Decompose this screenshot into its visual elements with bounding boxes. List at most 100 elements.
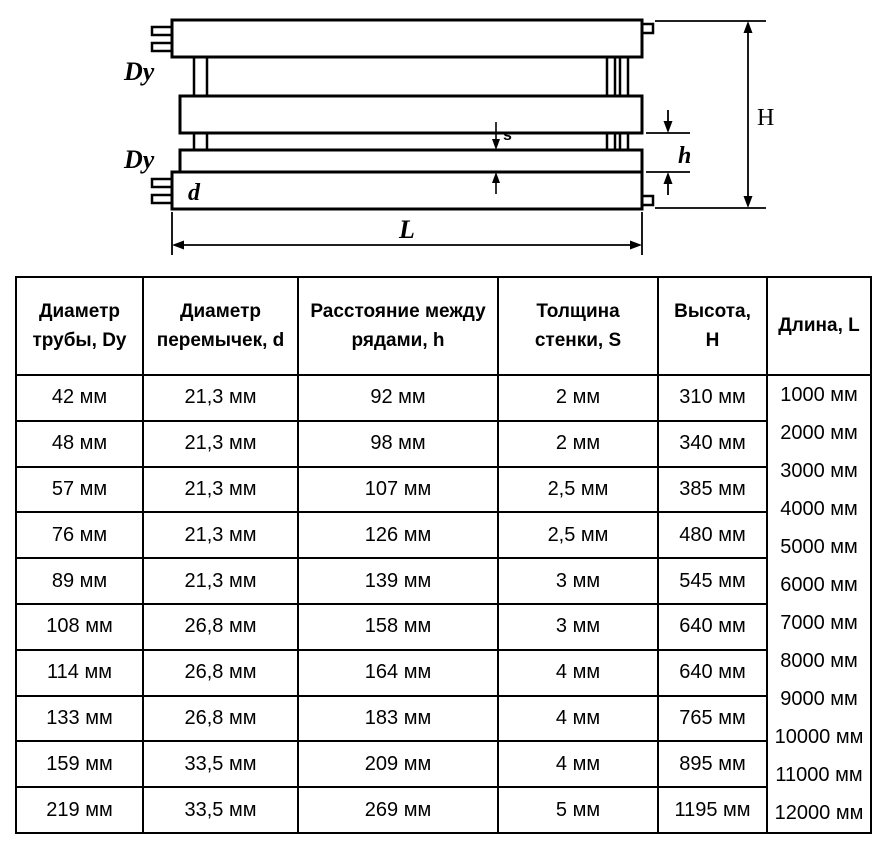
table-row: 219 мм 33,5 мм 269 мм 5 мм 1195 мм bbox=[15, 786, 871, 834]
table-cell: 76 мм bbox=[15, 511, 144, 560]
table-cell: 4 мм bbox=[497, 648, 659, 697]
pipe-row-1 bbox=[170, 18, 644, 59]
table-cell: 640 мм bbox=[657, 602, 768, 651]
table-cell: 21,3 мм bbox=[142, 557, 299, 605]
table-cell: 21,3 мм bbox=[142, 374, 299, 422]
table-row: 114 мм 26,8 мм 164 мм 4 мм 640 мм bbox=[15, 648, 871, 697]
table-cell: 107 мм bbox=[297, 465, 499, 514]
length-values-cell: 1000 мм 2000 мм 3000 мм 4000 мм 5000 мм … bbox=[766, 374, 872, 834]
length-value: 9000 мм bbox=[780, 688, 858, 710]
table-cell: 269 мм bbox=[297, 786, 499, 834]
table-cell: 57 мм bbox=[15, 465, 144, 514]
table-row: 89 мм 21,3 мм 139 мм 3 мм 545 мм bbox=[15, 557, 871, 605]
column-header-s: Толщина стенки, S bbox=[497, 276, 659, 376]
table-cell: 4 мм bbox=[497, 740, 659, 789]
table-cell: 640 мм bbox=[657, 648, 768, 697]
table-cell: 209 мм bbox=[297, 740, 499, 789]
label-dy-bottom: Dy bbox=[123, 145, 155, 174]
table-cell: 98 мм bbox=[297, 419, 499, 468]
table-cell: 158 мм bbox=[297, 602, 499, 651]
pipe-row-2 bbox=[178, 94, 644, 135]
table-cell: 2,5 мм bbox=[497, 511, 659, 560]
label-s: s bbox=[503, 127, 512, 144]
table-cell: 219 мм bbox=[15, 786, 144, 834]
pipe-stubs bbox=[150, 22, 655, 207]
table-cell: 5 мм bbox=[497, 786, 659, 834]
column-header-d: Диаметр перемычек, d bbox=[142, 276, 299, 376]
table-cell: 545 мм bbox=[657, 557, 768, 605]
column-header-length: Длина, L bbox=[766, 276, 872, 376]
length-value: 4000 мм bbox=[780, 498, 858, 520]
table-cell: 183 мм bbox=[297, 694, 499, 743]
dimension-s: s bbox=[492, 122, 512, 194]
table-row: 108 мм 26,8 мм 158 мм 3 мм 640 мм bbox=[15, 602, 871, 651]
length-value: 7000 мм bbox=[780, 612, 858, 634]
table-cell: 108 мм bbox=[15, 602, 144, 651]
table-cell: 2 мм bbox=[497, 419, 659, 468]
table-cell: 33,5 мм bbox=[142, 740, 299, 789]
table-cell: 340 мм bbox=[657, 419, 768, 468]
table-cell: 3 мм bbox=[497, 602, 659, 651]
table-row: 57 мм 21,3 мм 107 мм 2,5 мм 385 мм bbox=[15, 465, 871, 514]
length-value: 8000 мм bbox=[780, 650, 858, 672]
table-row: 76 мм 21,3 мм 126 мм 2,5 мм 480 мм bbox=[15, 511, 871, 560]
table-cell: 92 мм bbox=[297, 374, 499, 422]
table-cell: 133 мм bbox=[15, 694, 144, 743]
label-d: d bbox=[188, 180, 201, 206]
table-cell: 895 мм bbox=[657, 740, 768, 789]
spec-table: Диаметр трубы, Dy Диаметр перемычек, d Р… bbox=[15, 276, 872, 834]
table-cell: 139 мм bbox=[297, 557, 499, 605]
table-cell: 21,3 мм bbox=[142, 419, 299, 468]
table-cell: 2 мм bbox=[497, 374, 659, 422]
table-cell: 26,8 мм bbox=[142, 648, 299, 697]
length-value: 3000 мм bbox=[780, 460, 858, 482]
pipe-row-3 bbox=[178, 148, 644, 174]
table-cell: 21,3 мм bbox=[142, 465, 299, 514]
table-cell: 310 мм bbox=[657, 374, 768, 422]
label-H: H bbox=[757, 105, 774, 131]
table-cell: 159 мм bbox=[15, 740, 144, 789]
table-row: 133 мм 26,8 мм 183 мм 4 мм 765 мм bbox=[15, 694, 871, 743]
column-header-dy: Диаметр трубы, Dy bbox=[15, 276, 144, 376]
pipe-row-4 bbox=[170, 170, 644, 211]
length-value: 6000 мм bbox=[780, 574, 858, 596]
column-header-height: Высота, H bbox=[657, 276, 768, 376]
label-dy-top: Dy bbox=[123, 57, 155, 86]
column-header-h: Расстояние между рядами, h bbox=[297, 276, 499, 376]
table-cell: 4 мм bbox=[497, 694, 659, 743]
table-row: 159 мм 33,5 мм 209 мм 4 мм 895 мм bbox=[15, 740, 871, 789]
table-cell: 480 мм bbox=[657, 511, 768, 560]
table-cell: 42 мм bbox=[15, 374, 144, 422]
dimension-h: h bbox=[646, 110, 691, 195]
length-value: 5000 мм bbox=[780, 536, 858, 558]
length-value: 10000 мм bbox=[774, 726, 864, 748]
header-row: Диаметр трубы, Dy Диаметр перемычек, d Р… bbox=[15, 276, 872, 376]
diagram-area: H h bbox=[0, 0, 884, 268]
table-cell: 1195 мм bbox=[657, 786, 768, 834]
table-cell: 765 мм bbox=[657, 694, 768, 743]
label-h: h bbox=[678, 143, 691, 169]
register-diagram: H h bbox=[123, 18, 774, 255]
length-value: 2000 мм bbox=[780, 422, 858, 444]
dimension-H: H bbox=[655, 20, 774, 209]
table-cell: 26,8 мм bbox=[142, 694, 299, 743]
table-row: 42 мм 21,3 мм 92 мм 2 мм 310 мм 1000 мм … bbox=[15, 374, 872, 834]
length-value: 11000 мм bbox=[775, 764, 863, 786]
table-cell: 3 мм bbox=[497, 557, 659, 605]
table-cell: 164 мм bbox=[297, 648, 499, 697]
table-cell: 33,5 мм bbox=[142, 786, 299, 834]
dimension-L: L bbox=[171, 212, 643, 255]
table-cell: 126 мм bbox=[297, 511, 499, 560]
main-pipes bbox=[170, 18, 644, 211]
length-value: 1000 мм bbox=[780, 384, 858, 406]
label-L: L bbox=[398, 215, 415, 244]
table-cell: 2,5 мм bbox=[497, 465, 659, 514]
length-value: 12000 мм bbox=[774, 802, 864, 824]
table-cell: 48 мм bbox=[15, 419, 144, 468]
table-cell: 114 мм bbox=[15, 648, 144, 697]
table-row: 48 мм 21,3 мм 98 мм 2 мм 340 мм bbox=[15, 419, 871, 468]
table-cell: 385 мм bbox=[657, 465, 768, 514]
table-cell: 21,3 мм bbox=[142, 511, 299, 560]
table-cell: 26,8 мм bbox=[142, 602, 299, 651]
